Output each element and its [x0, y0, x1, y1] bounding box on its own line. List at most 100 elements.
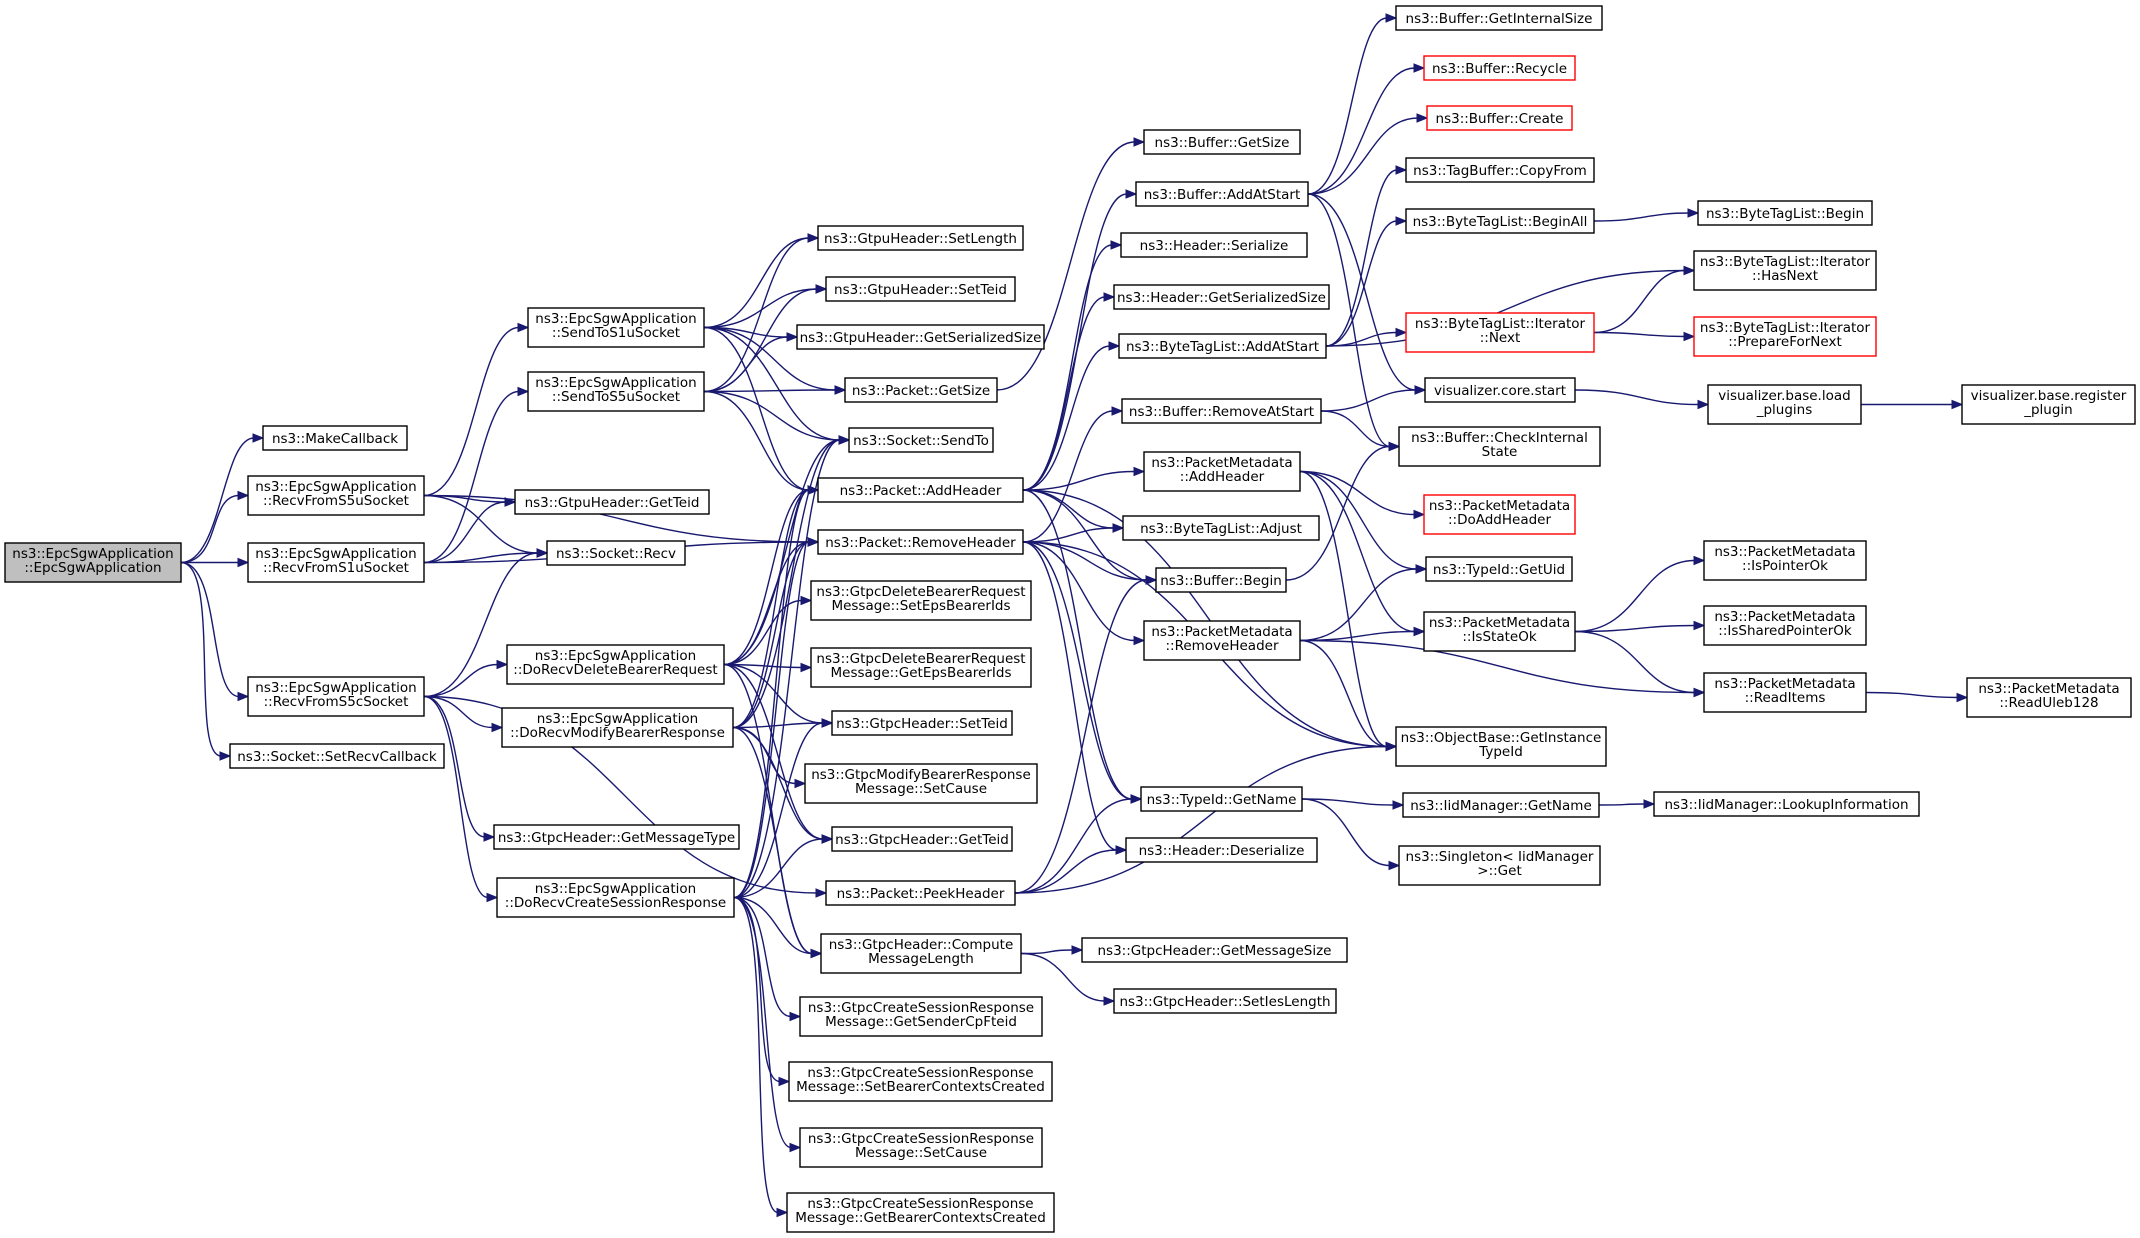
node-pktgetsize[interactable]: ns3::Packet::GetSize	[844, 377, 998, 403]
node-gtpusetlen[interactable]: ns3::GtpuHeader::SetLength	[817, 225, 1024, 251]
edge-rs5u-to-pktremhdr	[423, 494, 810, 543]
node-label-line: Message::GetSenderCpFteid	[825, 1014, 1017, 1030]
node-btliternext[interactable]: ns3::ByteTagList::Iterator::Next	[1405, 312, 1595, 353]
node-bufremstart[interactable]: ns3::Buffer::RemoveAtStart	[1121, 398, 1322, 424]
node-makecb[interactable]: ns3::MakeCallback	[262, 425, 408, 451]
node-hdrdeser[interactable]: ns3::Header::Deserialize	[1125, 837, 1318, 863]
edge-btliternext-to-btlhasnext	[1593, 269, 1686, 334]
node-pmreaditems[interactable]: ns3::PacketMetadata::ReadItems	[1703, 672, 1867, 713]
node-box	[786, 1192, 1055, 1233]
node-sts5u[interactable]: ns3::EpcSgwApplication::SendToS5uSocket	[527, 371, 705, 412]
node-label-line: ::RecvFromS1uSocket	[263, 560, 409, 576]
node-vizcorestart[interactable]: visualizer.core.start	[1424, 377, 1576, 403]
node-hdrgetser[interactable]: ns3::Header::GetSerializedSize	[1113, 284, 1330, 310]
node-pmremhdr[interactable]: ns3::PacketMetadata::RemoveHeader	[1143, 620, 1301, 661]
node-btlhasnext[interactable]: ns3::ByteTagList::Iterator::HasNext	[1693, 250, 1877, 291]
node-cssetcause[interactable]: ns3::GtpcCreateSessionResponseMessage::S…	[799, 1127, 1043, 1168]
node-docreate[interactable]: ns3::EpcSgwApplication::DoRecvCreateSess…	[496, 877, 735, 918]
node-label-line: ::DoAddHeader	[1448, 512, 1551, 528]
node-iidlookup[interactable]: ns3::IidManager::LookupInformation	[1653, 791, 1920, 817]
node-csgetsender[interactable]: ns3::GtpcCreateSessionResponseMessage::G…	[799, 996, 1043, 1037]
edge-pktpeek-to-objgettid	[1014, 745, 1388, 894]
edge-root-to-makecb	[180, 437, 255, 564]
node-socksendto[interactable]: ns3::Socket::SendTo	[848, 427, 994, 453]
node-pmreaduleb[interactable]: ns3::PacketMetadata::ReadUleb128	[1966, 677, 2132, 718]
edge-pmaddhdr-to-pmdoadd	[1299, 470, 1416, 516]
edge-arrowhead-rs5c-to-sockrecv	[536, 548, 549, 558]
node-label-line: ns3::EpcSgwApplication	[535, 375, 696, 391]
node-gtpusetteid[interactable]: ns3::GtpuHeader::SetTeid	[825, 276, 1016, 302]
node-pktremhdr[interactable]: ns3::Packet::RemoveHeader	[817, 529, 1024, 555]
node-label-line: ns3::EpcSgwApplication	[535, 311, 696, 327]
edge-arrowhead-iidgetname-to-iidlookup	[1643, 799, 1656, 809]
node-pktaddhdr[interactable]: ns3::Packet::AddHeader	[817, 477, 1024, 503]
node-box	[1966, 677, 2132, 718]
edge-pktgetsize-to-bufgetsize	[996, 141, 1136, 391]
node-bufaddstart[interactable]: ns3::Buffer::AddAtStart	[1135, 181, 1309, 207]
node-pmispointer[interactable]: ns3::PacketMetadata::IsPointerOk	[1703, 540, 1867, 581]
node-btlbegin[interactable]: ns3::ByteTagList::Begin	[1697, 200, 1873, 226]
node-btlbeginall[interactable]: ns3::ByteTagList::BeginAll	[1405, 208, 1595, 234]
edge-arrowhead-btlbeginall-to-btlbegin	[1687, 208, 1700, 218]
node-label-line: Message::GetBearerContextsCreated	[795, 1210, 1046, 1226]
edge-arrowhead-pktpeek-to-hdrdeser	[1115, 845, 1128, 855]
node-label-line: ::EpcSgwApplication	[24, 560, 161, 576]
node-rs5c[interactable]: ns3::EpcSgwApplication::RecvFromS5cSocke…	[247, 676, 425, 717]
node-gtpcsetieslen[interactable]: ns3::GtpcHeader::SetIesLength	[1113, 988, 1337, 1014]
node-gtpcgetteid[interactable]: ns3::GtpcHeader::GetTeid	[831, 826, 1013, 852]
node-iidgetname[interactable]: ns3::IidManager::GetName	[1402, 792, 1600, 818]
node-label-line: ns3::GtpuHeader::SetTeid	[834, 282, 1007, 298]
node-pmisshared[interactable]: ns3::PacketMetadata::IsSharedPointerOk	[1703, 605, 1867, 646]
node-getmsgtype[interactable]: ns3::GtpcHeader::GetMessageType	[493, 824, 740, 850]
node-vizbaseload[interactable]: visualizer.base.load_plugins	[1707, 384, 1862, 425]
node-bufgetsize[interactable]: ns3::Buffer::GetSize	[1143, 129, 1301, 155]
node-bufcreate[interactable]: ns3::Buffer::Create	[1426, 105, 1573, 131]
node-delsetids[interactable]: ns3::GtpcDeleteBearerRequestMessage::Set…	[810, 580, 1032, 621]
node-pmdoadd[interactable]: ns3::PacketMetadata::DoAddHeader	[1423, 494, 1576, 535]
node-btladdstart[interactable]: ns3::ByteTagList::AddAtStart	[1118, 333, 1327, 359]
node-tidgetname[interactable]: ns3::TypeId::GetName	[1140, 786, 1303, 812]
node-pktpeek[interactable]: ns3::Packet::PeekHeader	[825, 880, 1016, 906]
edge-arrowhead-compmsglen-to-gtpcgetmsgsize	[1071, 945, 1084, 955]
node-rs1u[interactable]: ns3::EpcSgwApplication::RecvFromS1uSocke…	[247, 542, 425, 583]
node-gtpugetser[interactable]: ns3::GtpuHeader::GetSerializedSize	[796, 324, 1045, 350]
node-btlprepnext[interactable]: ns3::ByteTagList::Iterator::PrepareForNe…	[1693, 316, 1877, 357]
node-gtpcgetmsgsize[interactable]: ns3::GtpcHeader::GetMessageSize	[1081, 937, 1348, 963]
node-setrecvcb[interactable]: ns3::Socket::SetRecvCallback	[229, 743, 445, 769]
node-box	[817, 477, 1024, 503]
node-bufgetint[interactable]: ns3::Buffer::GetInternalSize	[1395, 5, 1603, 31]
node-singleton[interactable]: ns3::Singleton< IidManager>::Get	[1398, 845, 1601, 886]
node-box	[493, 824, 740, 850]
node-bufrecycle[interactable]: ns3::Buffer::Recycle	[1423, 55, 1576, 81]
node-pmisstate[interactable]: ns3::PacketMetadata::IsStateOk	[1423, 611, 1576, 652]
node-pmaddhdr[interactable]: ns3::PacketMetadata::AddHeader	[1143, 451, 1301, 492]
node-vizbasereg[interactable]: visualizer.base.register_plugin	[1961, 384, 2136, 425]
node-cssetbearer[interactable]: ns3::GtpcCreateSessionResponseMessage::S…	[788, 1061, 1053, 1102]
node-label-line: ns3::GtpuHeader::GetSerializedSize	[800, 330, 1042, 346]
node-bufbegin[interactable]: ns3::Buffer::Begin	[1155, 567, 1287, 593]
node-tagbufcopy[interactable]: ns3::TagBuffer::CopyFrom	[1405, 157, 1595, 183]
node-dodelete[interactable]: ns3::EpcSgwApplication::DoRecvDeleteBear…	[506, 644, 725, 685]
node-csgetbearer[interactable]: ns3::GtpcCreateSessionResponseMessage::G…	[786, 1192, 1055, 1233]
node-gtpcsetteid[interactable]: ns3::GtpcHeader::SetTeid	[831, 710, 1013, 736]
node-box	[799, 996, 1043, 1037]
node-box	[1703, 540, 1867, 581]
node-btladjust[interactable]: ns3::ByteTagList::Adjust	[1122, 515, 1320, 541]
node-box	[825, 880, 1016, 906]
node-gtpugetteid[interactable]: ns3::GtpuHeader::GetTeid	[514, 489, 710, 515]
node-sts1u[interactable]: ns3::EpcSgwApplication::SendToS1uSocket	[527, 307, 705, 348]
node-box	[810, 580, 1032, 621]
node-rs5u[interactable]: ns3::EpcSgwApplication::RecvFromS5uSocke…	[247, 475, 425, 516]
node-modsetcause[interactable]: ns3::GtpcModifyBearerResponseMessage::Se…	[804, 763, 1038, 804]
node-root[interactable]: ns3::EpcSgwApplication::EpcSgwApplicatio…	[4, 542, 182, 583]
node-hdrser[interactable]: ns3::Header::Serialize	[1120, 232, 1308, 258]
node-tidgetuid[interactable]: ns3::TypeId::GetUid	[1425, 556, 1573, 582]
edge-rs5c-to-domodify	[423, 695, 494, 729]
node-delgetids[interactable]: ns3::GtpcDeleteBearerRequestMessage::Get…	[810, 647, 1032, 688]
node-box	[1697, 200, 1873, 226]
node-sockrecv[interactable]: ns3::Socket::Recv	[546, 540, 686, 566]
node-domodify[interactable]: ns3::EpcSgwApplication::DoRecvModifyBear…	[501, 707, 734, 748]
